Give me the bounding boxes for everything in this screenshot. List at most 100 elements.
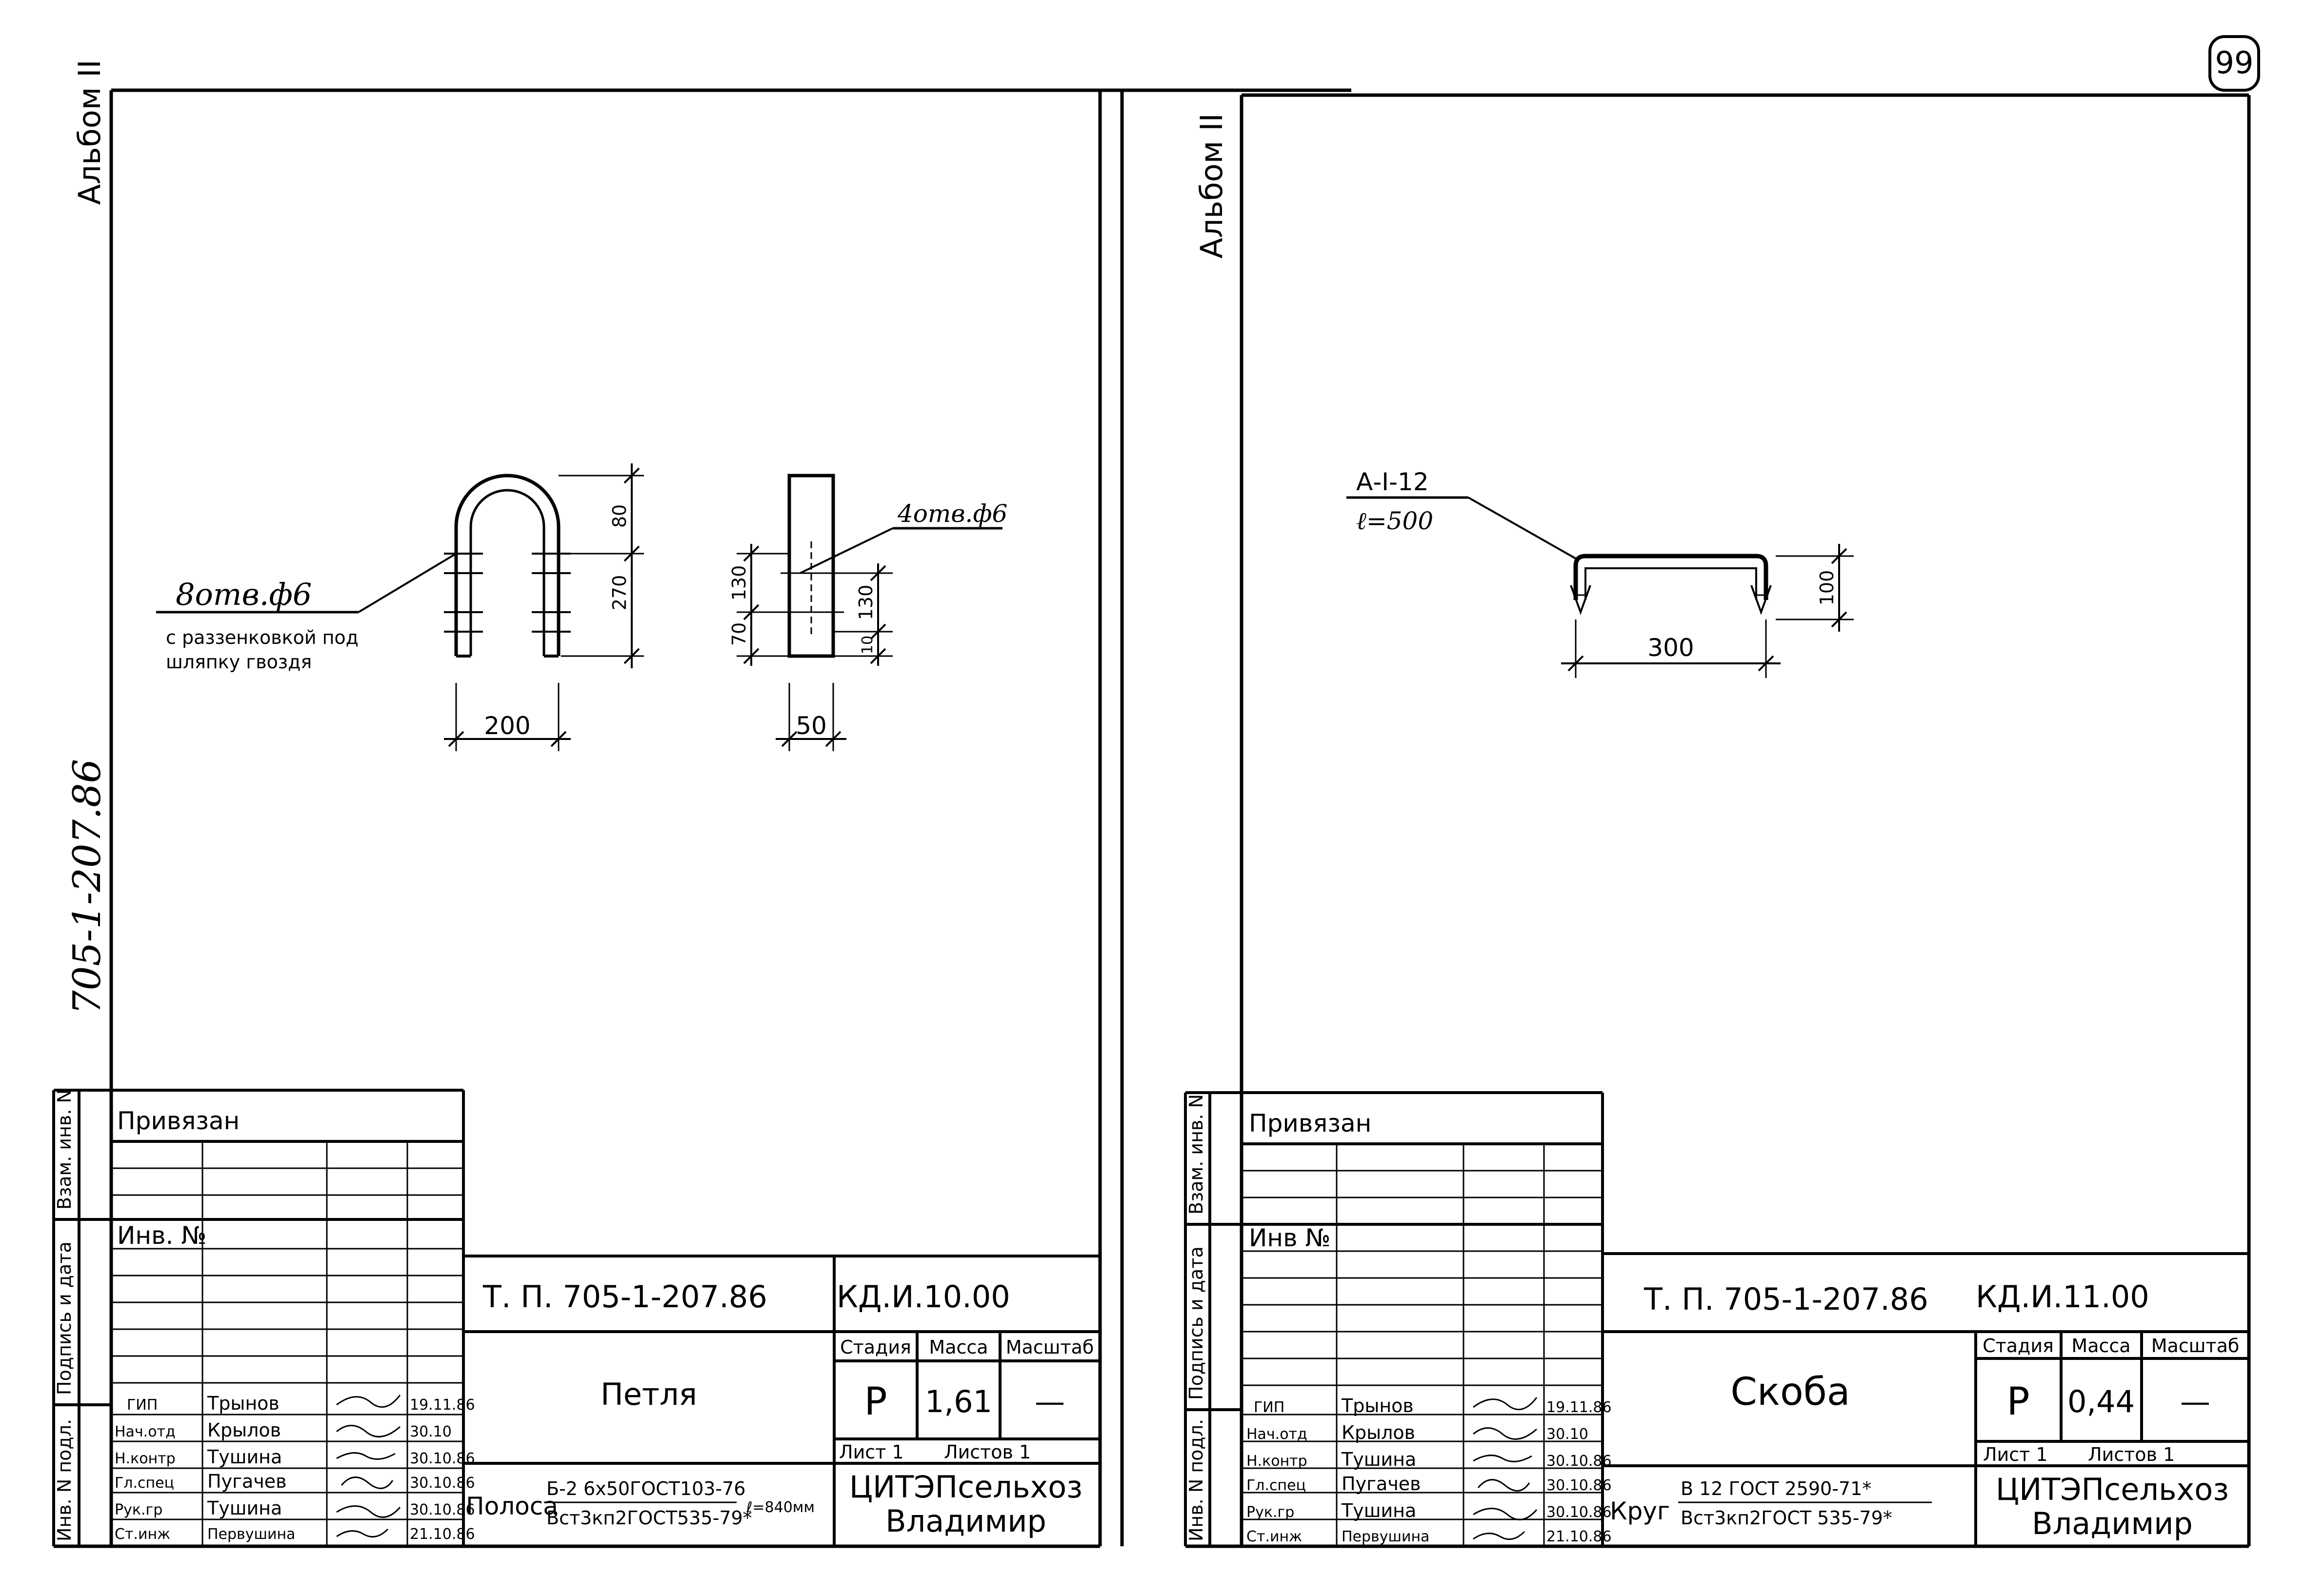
- staple-mark-callout: А-I-12: [1356, 468, 1429, 496]
- inv-no-label-right: Инв №: [1249, 1224, 1330, 1252]
- sheet-code-left: КД.И.10.00: [837, 1279, 1010, 1315]
- signature-marks-left: [336, 1395, 401, 1538]
- org-line1-left: ЦИТЭПсельхоз: [849, 1469, 1082, 1505]
- doc-code-right: Т. П. 705-1-207.86: [1644, 1281, 1928, 1317]
- sheet-frame-left: [54, 88, 1351, 1548]
- strip-dim-130-left: 130: [728, 565, 750, 601]
- signer-role: Нач.отд: [1246, 1426, 1307, 1443]
- signer-date: 30.10.86: [410, 1475, 475, 1492]
- material-prefix-right: Круг: [1610, 1497, 1670, 1525]
- stage-header-left: Стадия: [840, 1337, 911, 1358]
- signer-name: Тушина: [1341, 1500, 1416, 1521]
- sheet-number-right: Лист 1: [1983, 1444, 2048, 1465]
- page-number-badge: 99: [2208, 35, 2260, 92]
- staple-length-callout: ℓ=500: [1356, 507, 1433, 535]
- mass-header-left: Масса: [929, 1337, 988, 1358]
- stamp-side-label-2-right: Подпись и дата: [1185, 1246, 1207, 1400]
- signature-marks-right: [1473, 1397, 1538, 1540]
- album-label-right: Альбом II: [1194, 113, 1229, 259]
- org-line2-left: Владимир: [885, 1503, 1046, 1539]
- material-bottom-left: Вст3кп2ГОСТ535-79*: [546, 1507, 752, 1529]
- title-block-left: [52, 1089, 1100, 1546]
- loop-countersink-note-2: шляпку гвоздя: [166, 651, 312, 673]
- signer-role: Н.контр: [1246, 1453, 1307, 1470]
- stamp-side-label-3-left: Инв. N подл.: [54, 1419, 75, 1541]
- loop-drawing: [156, 463, 644, 751]
- material-top-left: Б-2 6х50ГОСТ103-76: [546, 1478, 745, 1499]
- signer-role: Гл.спец: [115, 1475, 174, 1492]
- signer-name: Тушина: [1341, 1449, 1416, 1470]
- signer-role: Ст.инж: [115, 1526, 170, 1543]
- scale-value-left: —: [1035, 1384, 1065, 1419]
- signer-name: Трынов: [1341, 1395, 1414, 1416]
- sheet-frame-right: [1120, 90, 2251, 1548]
- signer-name: Первушина: [207, 1526, 295, 1543]
- signer-name: Крылов: [207, 1419, 281, 1441]
- org-line2-right: Владимир: [2032, 1506, 2193, 1541]
- scale-header-left: Масштаб: [1006, 1337, 1094, 1358]
- strip-dim-10: 10: [859, 636, 876, 654]
- sheet-code-right: КД.И.11.00: [1976, 1279, 2149, 1315]
- inv-no-label-left: Инв. №: [117, 1221, 206, 1250]
- sheets-total-right: Листов 1: [2088, 1444, 2175, 1465]
- loop-dim-height: 270: [609, 575, 630, 611]
- stamp-side-label-3-right: Инв. N подл.: [1185, 1419, 1207, 1541]
- signer-date: 30.10.86: [1546, 1453, 1612, 1470]
- signers-left: ГИП Трынов 19.11.86 Нач.отд Крылов 30.10…: [115, 1393, 475, 1543]
- signer-role: Ст.инж: [1246, 1528, 1302, 1545]
- stamp-side-label-1-left: Взам. инв. N: [54, 1089, 75, 1210]
- sheet-number-left: Лист 1: [839, 1441, 904, 1463]
- project-code-margin: 705-1-207.86: [65, 759, 109, 1015]
- sheets-total-left: Листов 1: [944, 1441, 1031, 1463]
- signer-date: 19.11.86: [1546, 1399, 1612, 1416]
- signer-date: 30.10.86: [410, 1450, 475, 1467]
- stage-value-right: Р: [2006, 1380, 2029, 1424]
- mass-header-right: Масса: [2071, 1335, 2130, 1357]
- attached-label-left: Привязан: [117, 1107, 240, 1135]
- part-name-right: Скоба: [1730, 1370, 1850, 1414]
- material-bottom-right: Вст3кп2ГОСТ 535-79*: [1681, 1507, 1892, 1529]
- signer-role: Рук.гр: [1246, 1504, 1294, 1521]
- album-label-left: Альбом II: [72, 60, 107, 205]
- stamp-side-label-1-right: Взам. инв. N: [1185, 1094, 1207, 1215]
- org-line1-right: ЦИТЭПсельхоз: [1996, 1472, 2229, 1507]
- signer-name: Первушина: [1342, 1528, 1429, 1545]
- stage-value-left: Р: [864, 1380, 887, 1424]
- attached-label-right: Привязан: [1249, 1109, 1371, 1137]
- signer-role: Нач.отд: [115, 1423, 176, 1440]
- material-length-left: ℓ=840мм: [746, 1499, 815, 1516]
- signer-date: 21.10.86: [1546, 1528, 1612, 1545]
- strip-dim-130-right: 130: [855, 585, 877, 620]
- loop-holes-callout: 8отв.ф6: [176, 577, 312, 612]
- stage-header-right: Стадия: [1983, 1335, 2054, 1357]
- signer-date: 21.10.86: [410, 1526, 475, 1543]
- doc-code-left: Т. П. 705-1-207.86: [482, 1279, 767, 1315]
- part-name-left: Петля: [601, 1377, 697, 1412]
- signer-role: Рук.гр: [115, 1501, 162, 1518]
- signer-role: Гл.спец: [1246, 1477, 1306, 1494]
- signer-date: 30.10.86: [1546, 1477, 1612, 1494]
- strip-side-drawing: [737, 474, 1002, 751]
- staple-dim-height: 100: [1816, 570, 1838, 606]
- staple-drawing: [1346, 496, 1854, 678]
- signer-name: Крылов: [1342, 1422, 1415, 1443]
- signer-role: Н.контр: [115, 1450, 176, 1467]
- strip-holes-callout: 4отв.ф6: [897, 499, 1007, 528]
- signer-name: Тушина: [207, 1446, 282, 1468]
- signer-name: Тушина: [207, 1497, 282, 1519]
- signer-date: 30.10: [1546, 1426, 1588, 1443]
- staple-dim-width: 300: [1647, 634, 1694, 662]
- mass-value-left: 1,61: [925, 1384, 992, 1419]
- page-number: 99: [2215, 45, 2254, 80]
- strip-dim-70: 70: [728, 622, 750, 646]
- stamp-side-label-2-left: Подпись и дата: [54, 1241, 75, 1395]
- signer-date: 30.10.86: [410, 1501, 475, 1518]
- loop-dim-top: 80: [609, 504, 630, 528]
- scale-header-right: Масштаб: [2151, 1335, 2240, 1357]
- signer-date: 19.11.86: [410, 1396, 475, 1414]
- signer-role: ГИП: [1254, 1399, 1284, 1416]
- signer-name: Пугачев: [207, 1471, 287, 1492]
- loop-dim-width: 200: [484, 712, 530, 740]
- scale-value-right: —: [2180, 1384, 2210, 1419]
